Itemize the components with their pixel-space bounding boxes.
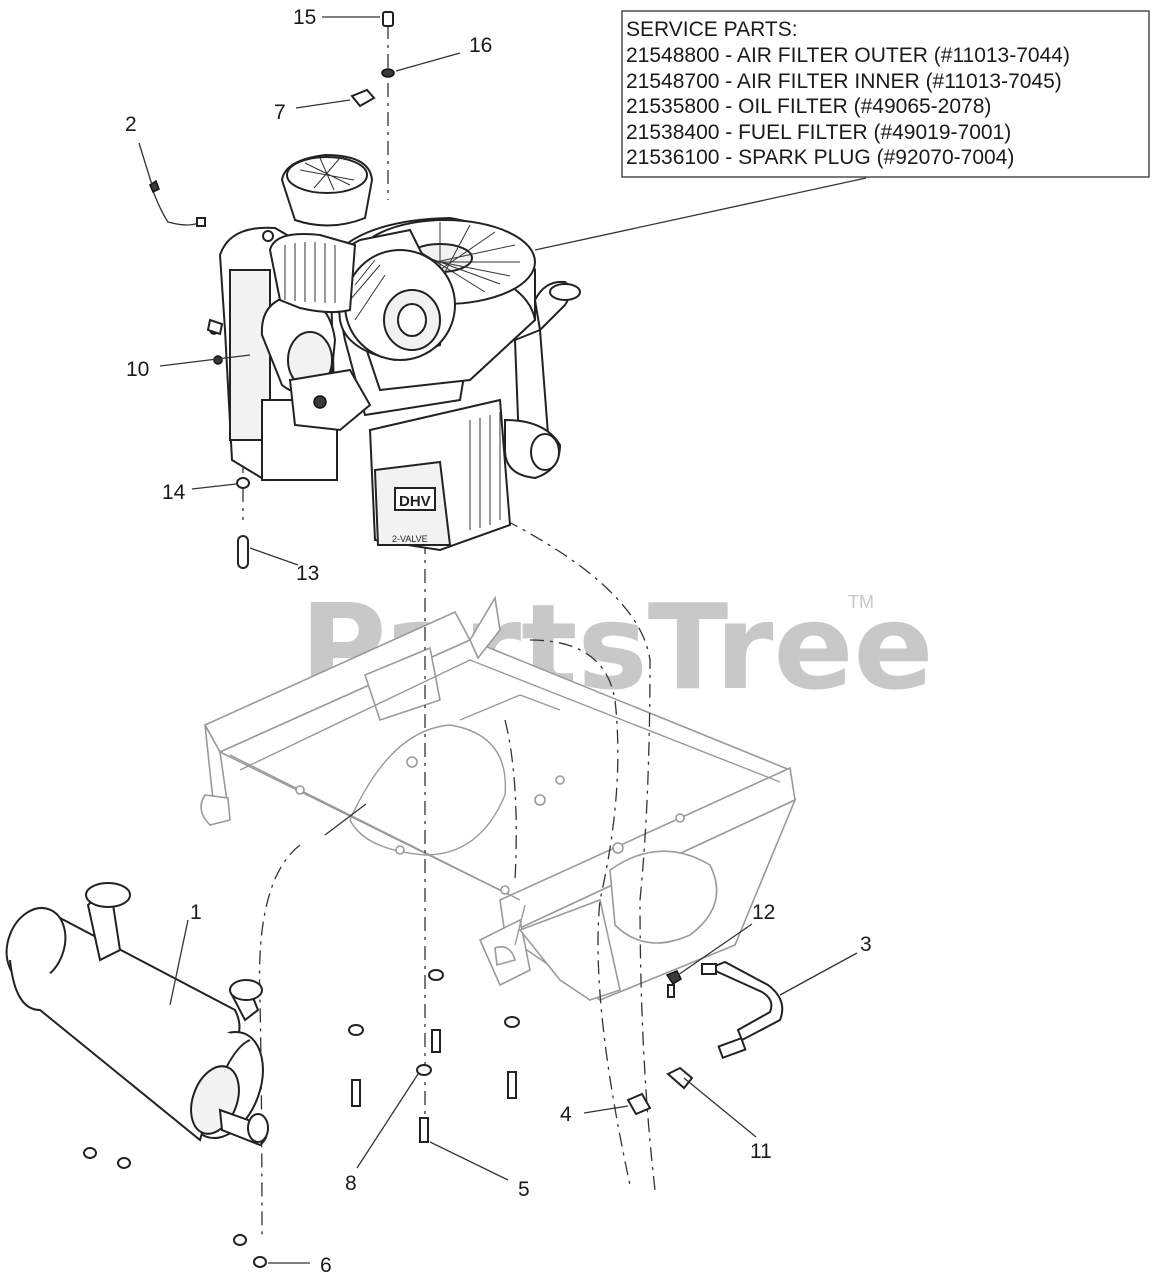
callout-11: 11 bbox=[750, 1140, 772, 1163]
leader-lines bbox=[138, 16, 867, 1264]
service-part-line: 21536100 - SPARK PLUG (#92070-7004) bbox=[626, 146, 1014, 169]
service-parts-box: SERVICE PARTS: 21548800 - AIR FILTER OUT… bbox=[621, 10, 1150, 178]
chassis-frame bbox=[200, 595, 797, 1001]
service-part-line: 21535800 - OIL FILTER (#49065-2078) bbox=[626, 95, 991, 118]
callout-13: 13 bbox=[296, 562, 319, 585]
callout-5: 5 bbox=[518, 1178, 530, 1201]
small-parts bbox=[5, 11, 784, 1268]
callout-15: 15 bbox=[293, 6, 316, 29]
service-part-line: 21548700 - AIR FILTER INNER (#11013-7045… bbox=[626, 70, 1062, 93]
engine-badge-tag: 2-VALVE bbox=[392, 534, 428, 544]
engine-badge-model: DHV bbox=[399, 493, 431, 510]
service-part-line: 21548800 - AIR FILTER OUTER (#11013-7044… bbox=[626, 44, 1070, 67]
callout-7: 7 bbox=[274, 101, 286, 124]
callout-6: 6 bbox=[320, 1254, 332, 1277]
service-part-line: 21538400 - FUEL FILTER (#49019-7001) bbox=[626, 121, 1011, 144]
callout-4: 4 bbox=[560, 1103, 572, 1126]
callout-16: 16 bbox=[469, 34, 492, 57]
callout-14: 14 bbox=[162, 481, 186, 504]
callout-10: 10 bbox=[126, 358, 149, 381]
callout-1: 1 bbox=[190, 901, 202, 924]
engine-assembly: DHV 2-VALVE bbox=[206, 153, 581, 552]
service-parts-title: SERVICE PARTS: bbox=[626, 18, 798, 41]
callout-8: 8 bbox=[345, 1172, 357, 1195]
alignment-lines bbox=[242, 25, 656, 1241]
callout-12: 12 bbox=[752, 901, 775, 924]
callout-2: 2 bbox=[125, 113, 137, 136]
callout-3: 3 bbox=[860, 933, 872, 956]
callouts: 15 16 7 2 10 14 13 1 12 3 4 11 8 5 6 bbox=[125, 6, 872, 1277]
watermark-trademark: TM bbox=[848, 592, 874, 612]
engine-badge-plate bbox=[394, 487, 436, 511]
